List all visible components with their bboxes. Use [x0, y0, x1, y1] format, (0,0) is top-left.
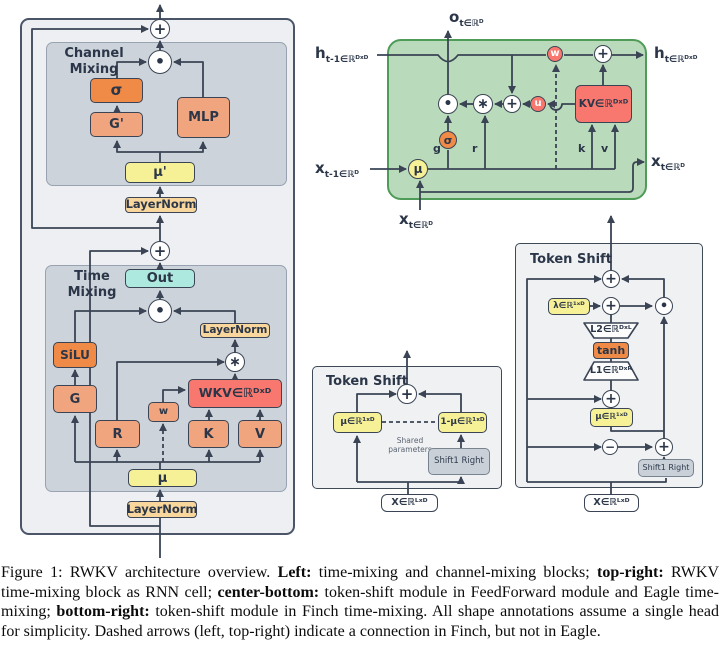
w-decay-circle: w [547, 46, 563, 62]
x-prev-label: xt-1∈ℝᴰ [315, 159, 359, 180]
o-out-label: ot∈ℝᴰ [449, 8, 484, 29]
h-prev-label: ht-1∈ℝᴰˣᴰ [315, 44, 369, 65]
elementwise-product-icon: • [148, 299, 172, 323]
shift1-right-box: Shift1 Right [428, 448, 490, 475]
r-box: R [95, 420, 140, 448]
mu-param-box: μ∈ℝ¹ˣᴰ [333, 412, 382, 433]
add-operator-icon: + [655, 438, 673, 456]
v-box: V [238, 420, 282, 448]
token-shift-finch-title: Token Shift [530, 252, 612, 267]
add-operator-icon: + [602, 297, 620, 315]
shared-parameters-note: Shared parameters [388, 436, 432, 455]
multiply-operator-icon: ∗ [225, 352, 245, 372]
g-wire-label: g [433, 142, 441, 155]
x-next-label: xt∈ℝᴰ [651, 152, 685, 173]
token-shift-eagle-title: Token Shift [326, 374, 408, 389]
elementwise-product-icon: • [148, 50, 172, 74]
add-operator-icon: + [602, 270, 620, 288]
shift1-right-box: Shift1 Right [638, 459, 694, 477]
layernorm-top-box: LayerNorm [125, 197, 197, 213]
r-wire-label: r [472, 142, 478, 155]
one-minus-mu-param-box: 1-μ∈ℝ¹ˣᴰ [438, 412, 487, 433]
sigma-box: σ [90, 78, 143, 103]
lambda-param-box: λ∈ℝ¹ˣᴰ [548, 298, 590, 315]
figure-caption: Figure 1: RWKV architecture overview. Le… [1, 564, 720, 640]
minus-operator-icon: − [602, 439, 618, 455]
add-operator-icon: + [150, 19, 170, 39]
silu-box: SiLU [53, 342, 97, 368]
add-operator-icon: + [150, 241, 170, 261]
mlp-box: MLP [177, 97, 230, 138]
channel-mixing-title: Channel Mixing [64, 46, 124, 77]
k-wire-label: k [578, 142, 586, 155]
w-box: w [148, 402, 179, 422]
sigma-circle: σ [439, 131, 457, 149]
tanh-box: tanh [593, 342, 629, 359]
multiply-operator-icon: ∗ [473, 94, 493, 114]
g-box: G [53, 385, 97, 413]
h-next-label: ht∈ℝᴰˣᴰ [654, 44, 698, 65]
add-operator-icon: + [594, 45, 612, 63]
out-box: Out [125, 269, 195, 288]
layernorm-bottom-box: LayerNorm [127, 501, 197, 518]
l2-label: L2∈ℝᴰˣᴸ [590, 324, 632, 335]
k-box: K [188, 420, 229, 448]
elementwise-product-icon: • [438, 94, 458, 114]
wkv-box: WKV∈ℝᴰˣᴰ [188, 379, 282, 408]
g-prime-box: G' [90, 112, 143, 137]
time-mixing-title: Time Mixing [67, 269, 117, 300]
mu-circle: μ [408, 159, 428, 179]
v-wire-label: v [601, 142, 609, 155]
layernorm-right-box: LayerNorm [200, 323, 270, 338]
x-input-box: X∈ℝᴸˣᴰ [584, 494, 639, 512]
mu-box: μ [128, 469, 197, 487]
add-operator-icon: + [503, 95, 521, 113]
x-input-box: X∈ℝᴸˣᴰ [381, 494, 438, 512]
u-bonus-circle: u [530, 96, 546, 112]
x-in-label: xt∈ℝᴰ [399, 210, 433, 231]
mu-param-box: μ∈ℝ¹ˣᴰ [590, 408, 633, 427]
l1-label: L1∈ℝᴰˣᴿ [589, 365, 633, 376]
kv-box: KV∈ℝᴰˣᴰ [575, 85, 632, 123]
add-operator-icon: + [397, 384, 417, 404]
elementwise-product-icon: • [655, 297, 673, 315]
mu-prime-box: μ' [125, 162, 195, 183]
add-operator-icon: + [602, 390, 620, 408]
